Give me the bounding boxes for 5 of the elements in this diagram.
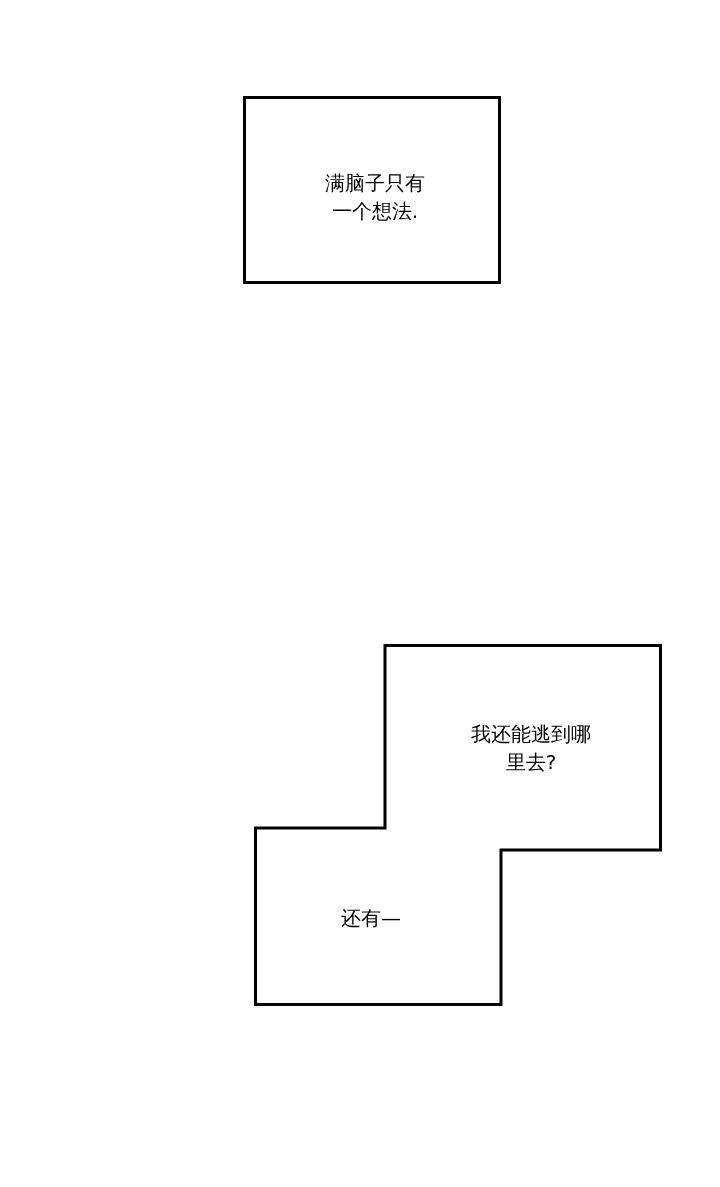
caption-text: 满脑子只有一个想法. [324,170,426,225]
caption-text: 还有— [340,905,402,932]
caption-box [254,644,662,1006]
caption-box [243,96,501,284]
caption-text: 我还能逃到哪里去? [470,721,592,776]
